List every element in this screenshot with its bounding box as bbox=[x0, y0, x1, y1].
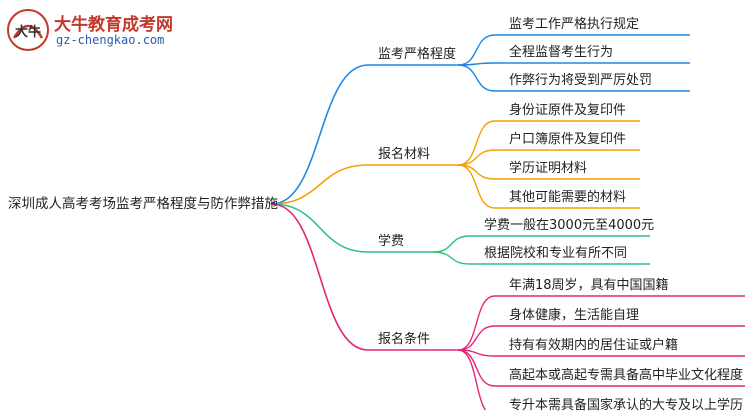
leaf-label: 高起本或高起专需具备高中毕业文化程度 bbox=[509, 368, 744, 383]
connector-branch-to-leaf bbox=[457, 34, 496, 66]
branch-label: 报名条件 bbox=[378, 332, 431, 347]
leaf-label: 年满18周岁，具有中国国籍 bbox=[509, 278, 669, 293]
root-topic: 深圳成人高考考场监考严格程度与防作弊措施 bbox=[8, 196, 278, 212]
connector-branch-to-leaf bbox=[457, 325, 496, 351]
connector-branch-to-leaf bbox=[432, 235, 471, 253]
branch-label: 监考严格程度 bbox=[378, 47, 457, 62]
leaf-label: 专升本需具备国家承认的大专及以上学历 bbox=[509, 398, 744, 413]
brand-title: 大牛教育成考网 bbox=[54, 15, 173, 35]
leaf-label: 根据院校和专业有所不同 bbox=[484, 246, 628, 261]
leaf-label: 学费一般在3000元至4000元 bbox=[484, 218, 655, 233]
connector-branch-to-leaf bbox=[457, 120, 496, 166]
brand-mark-icon: 大牛 bbox=[7, 9, 49, 51]
leaf-label: 监考工作严格执行规定 bbox=[509, 17, 640, 32]
connector-root-to-branch bbox=[271, 164, 369, 205]
connector-branch-to-leaf bbox=[432, 251, 471, 265]
leaf-label: 学历证明材料 bbox=[509, 161, 588, 176]
connector-branch-to-leaf bbox=[457, 164, 496, 180]
leaf-label: 其他可能需要的材料 bbox=[509, 190, 627, 205]
connector-branch-to-leaf bbox=[457, 295, 496, 351]
leaf-label: 户口簿原件及复印件 bbox=[509, 132, 627, 147]
connector-root-to-branch bbox=[271, 203, 369, 253]
connector-branch-to-leaf bbox=[457, 149, 496, 166]
connector-branch-to-leaf bbox=[457, 64, 496, 92]
brand-logo: 大牛 大牛教育成考网 gz-chengkao.com bbox=[6, 8, 206, 54]
brand-mark-text: 大牛 bbox=[15, 24, 41, 40]
connector-branch-to-leaf bbox=[457, 349, 487, 410]
connector-root-to-branch bbox=[271, 203, 369, 351]
brand-url: gz-chengkao.com bbox=[56, 33, 165, 47]
leaf-label: 身体健康，生活能自理 bbox=[509, 308, 640, 323]
branch-label: 报名材料 bbox=[378, 147, 431, 162]
connector-branch-to-leaf bbox=[457, 164, 496, 209]
leaf-label: 持有有效期内的居住证或户籍 bbox=[509, 338, 679, 353]
connector-root-to-branch bbox=[271, 64, 369, 205]
branch-label: 学费 bbox=[378, 234, 405, 249]
leaf-label: 身份证原件及复印件 bbox=[509, 103, 627, 118]
leaf-label: 全程监督考生行为 bbox=[509, 45, 614, 60]
leaf-label: 作弊行为将受到严厉处罚 bbox=[509, 73, 653, 88]
